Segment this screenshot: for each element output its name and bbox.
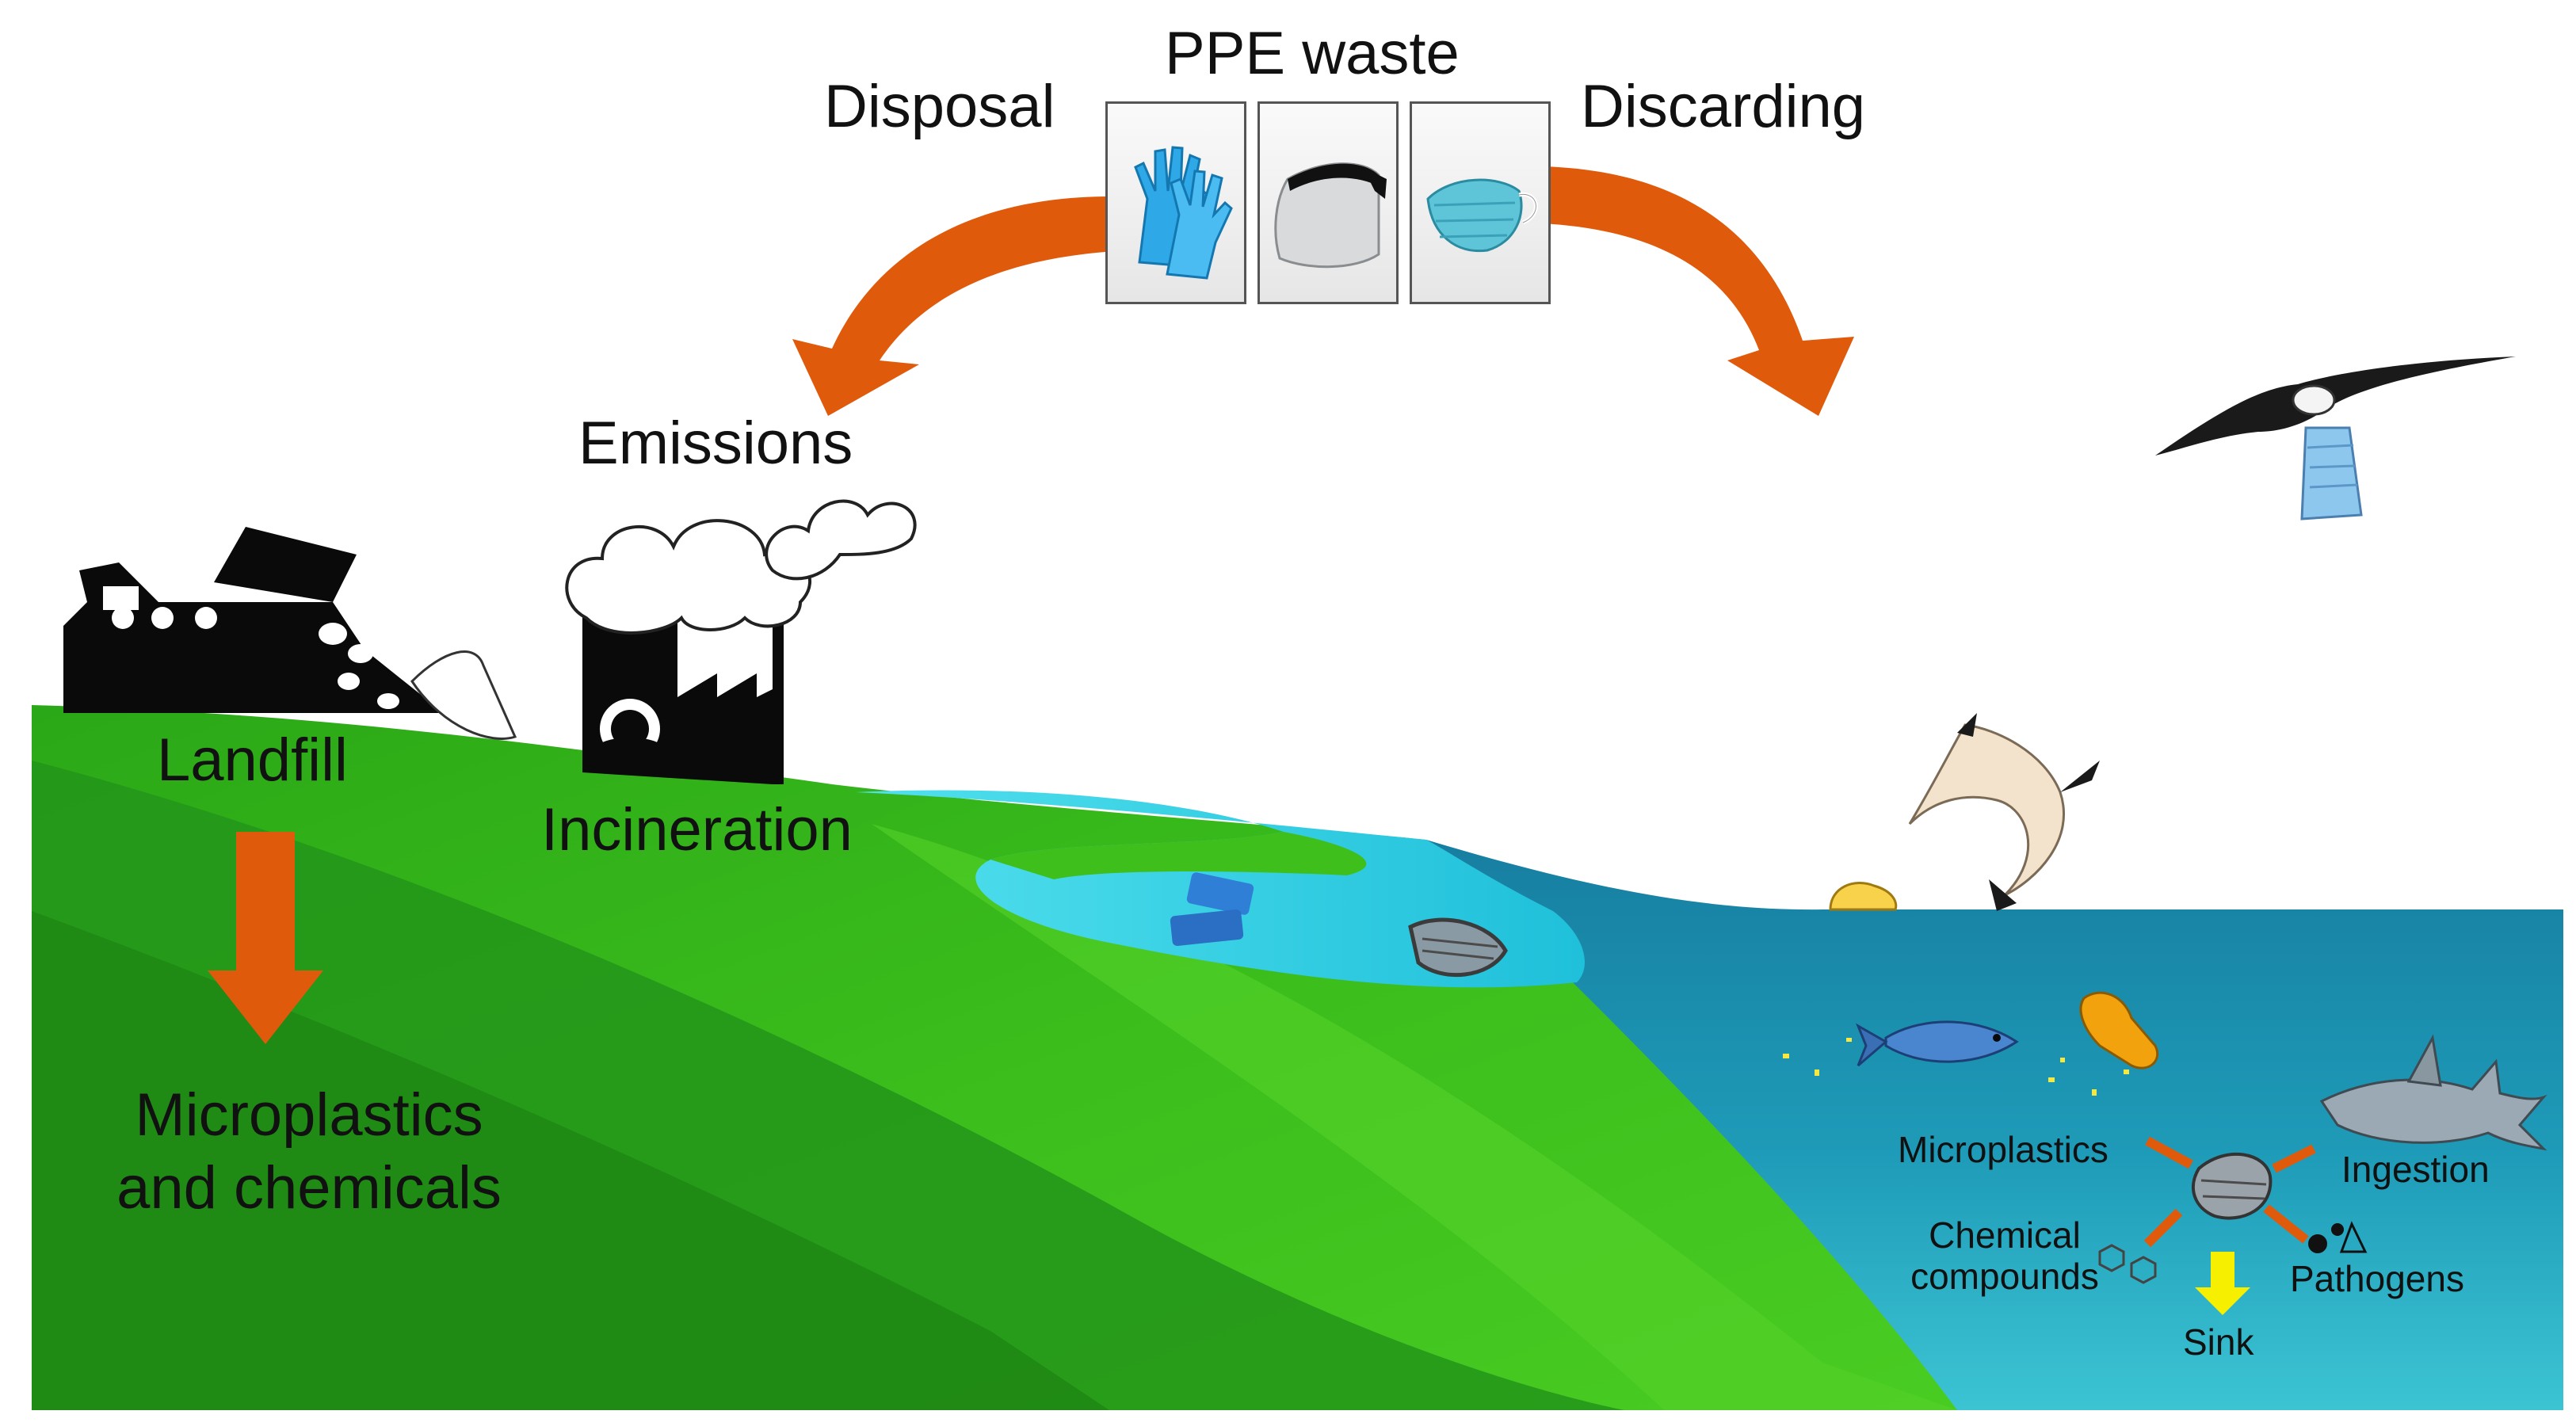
chemical-molecule-icon [2098,1244,2157,1284]
floating-glove-icon [1829,882,1898,911]
ocean [1426,840,2563,1410]
landfill-label: Landfill [157,726,348,794]
ocean-mask-icon [2191,1152,2273,1220]
landfill-arrow [208,832,323,1044]
ppe-panel-gloves [1105,101,1246,304]
fish-icon [1856,1020,2019,1067]
smoke-icon [565,499,917,635]
land-shade-light [872,824,1957,1410]
incineration-label: Incineration [541,796,853,864]
pathogen-icon [2308,1221,2368,1253]
dump-truck-icon [63,527,517,740]
yellow-glove-icon [2079,991,2159,1070]
shark-icon [2319,1034,2547,1151]
microplastics-chemicals-line2: and chemicals [116,1153,502,1222]
gloves-icon [1134,146,1233,280]
chemical-compounds-line2: compounds [1910,1256,2099,1298]
sink-arrow-icon [2195,1252,2250,1315]
emissions-label: Emissions [578,410,853,477]
microplastic-particles [1783,1038,2129,1096]
pathogens-label: Pathogens [2290,1258,2464,1299]
seagull-with-mask-icon [2155,356,2516,520]
ppe-panel-face-mask [1410,101,1551,304]
river-bank-grass [990,832,1367,879]
ppe-panel-face-shield [1257,101,1399,304]
ingestion-label: Ingestion [2341,1149,2490,1190]
spoke-lines [2143,1136,2316,1248]
microplastics-chemicals-label: Microplastics and chemicals [103,1084,515,1220]
land-shade-darker [32,911,1109,1410]
ppe-waste-label: PPE waste [1165,20,1460,87]
chemical-compounds-label: Chemical compounds [1910,1216,2100,1296]
diving-seagull-icon [1908,713,2100,911]
disposal-label: Disposal [824,73,1055,140]
sink-label: Sink [2183,1321,2254,1363]
discarding-label: Discarding [1581,73,1866,140]
discarding-arrow [1541,166,1854,416]
face-shield-icon [1274,162,1387,269]
river-gloves-icon [1170,872,1254,947]
microplastics-chemicals-line1: Microplastics [135,1081,483,1149]
river-mask-icon [1408,917,1508,978]
microplastics-label: Microplastics [1898,1129,2109,1170]
face-mask-icon [1426,178,1538,253]
disposal-arrow [792,196,1105,416]
chemical-compounds-line1: Chemical [1929,1214,2081,1256]
